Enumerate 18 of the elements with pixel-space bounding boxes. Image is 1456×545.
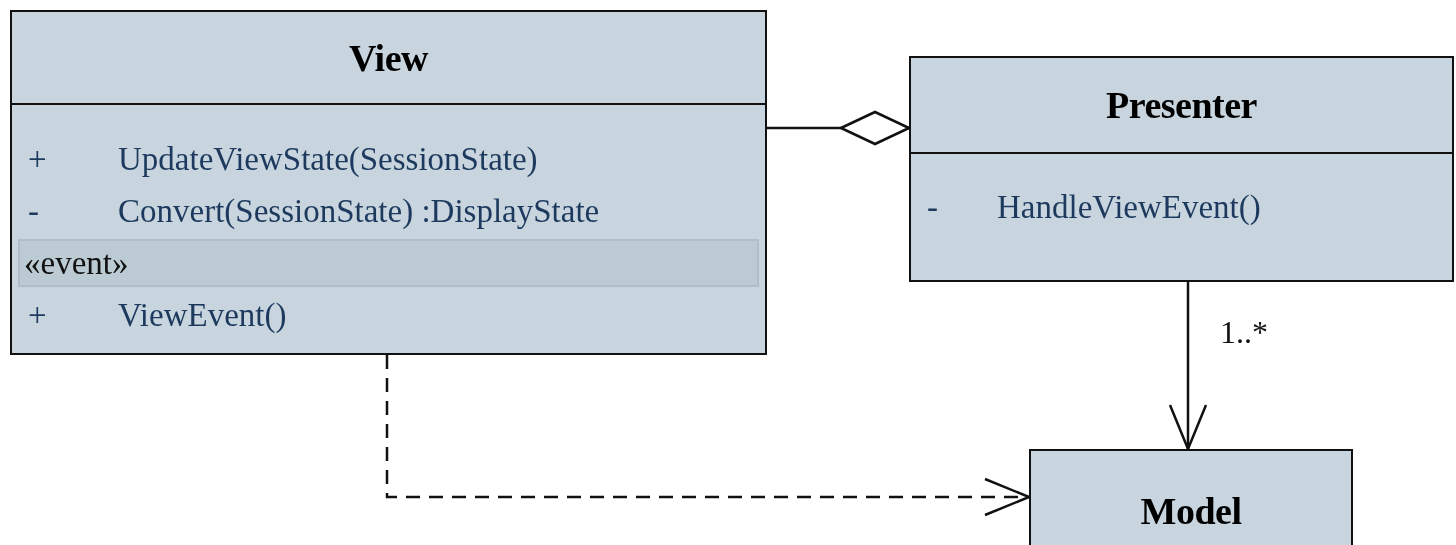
visibility-marker: + [27,296,48,334]
class-name: Presenter [1106,83,1257,127]
method-signature: UpdateViewState(SessionState) [118,140,538,178]
visibility-marker: - [926,188,939,226]
method-signature: Convert(SessionState) :DisplayState [118,192,600,230]
association-arrow [1168,282,1208,451]
class-box [10,10,767,355]
method-signature: ViewEvent() [118,296,287,334]
class-box [1029,449,1353,545]
class-name: Model [1140,489,1242,533]
visibility-marker: - [27,192,40,230]
stereotype-label: «event» [23,244,129,282]
visibility-marker: + [27,140,48,178]
class-box [909,56,1454,282]
class-name: View [349,35,428,80]
aggregation-line [767,110,911,146]
method-signature: HandleViewEvent() [997,188,1261,226]
dependency-arrow [385,355,1031,517]
